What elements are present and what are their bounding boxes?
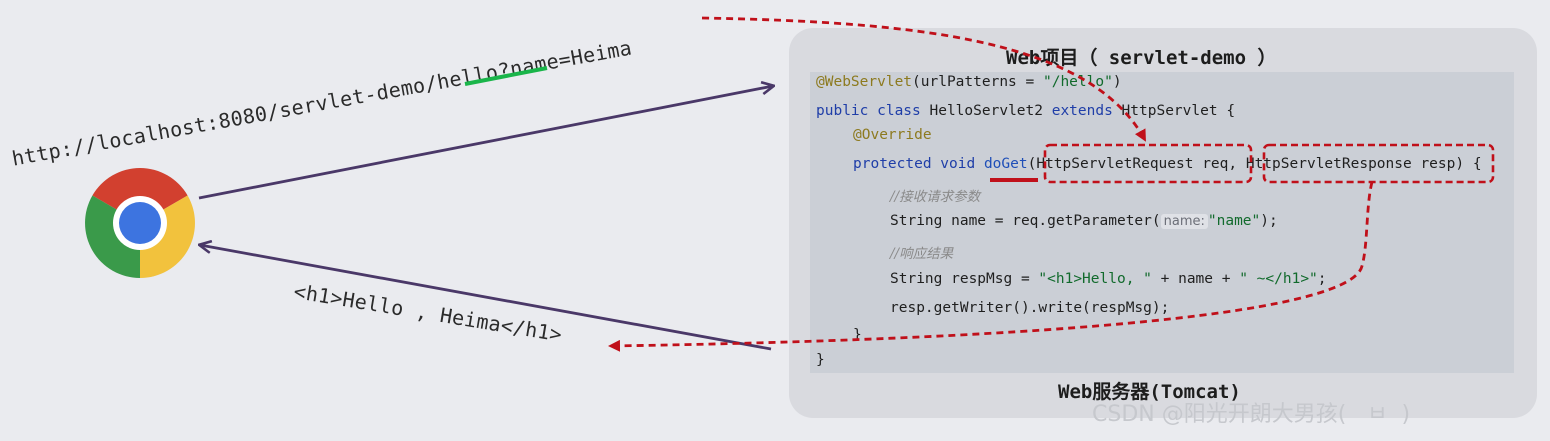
param-string: "name" bbox=[1207, 213, 1261, 229]
chrome-browser-icon bbox=[85, 168, 195, 278]
keyword: protected void bbox=[853, 156, 976, 172]
code-text: String respMsg = bbox=[890, 271, 1039, 287]
code-line-class: public class HelloServlet2 extends HttpS… bbox=[816, 103, 1235, 119]
code-line-override: @Override bbox=[853, 127, 932, 143]
string-literal: " ~</h1>" bbox=[1239, 271, 1318, 287]
code-line-getparameter: String name = req.getParameter(name:"nam… bbox=[890, 213, 1278, 229]
method-doget: doGet bbox=[983, 156, 1028, 172]
response-param-highlight bbox=[1262, 143, 1495, 184]
code-text: String name = req.getParameter( bbox=[890, 213, 1161, 229]
code-text: resp.getWriter().write(respMsg); bbox=[890, 300, 1170, 316]
param-flow-arrow bbox=[701, 16, 1147, 142]
parent-class: HttpServlet { bbox=[1112, 103, 1236, 119]
code-text: ) bbox=[1112, 74, 1122, 90]
project-title: Web项目（ servlet-demo ） bbox=[1006, 47, 1277, 69]
watermark: CSDN @阳光开朗大男孩( ㅂ ) bbox=[1092, 402, 1411, 427]
response-flow-arrow bbox=[608, 181, 1374, 352]
code-line-write: resp.getWriter().write(respMsg); bbox=[890, 300, 1169, 316]
request-arrow bbox=[198, 86, 773, 200]
code-text: } bbox=[816, 352, 825, 368]
string-literal: "<h1>Hello, " bbox=[1038, 271, 1152, 287]
code-line-respmsg: String respMsg = "<h1>Hello, " + name + … bbox=[890, 271, 1327, 287]
annotation-webservlet: @WebServlet bbox=[816, 74, 913, 90]
code-text: (urlPatterns = bbox=[912, 74, 1043, 90]
url-pattern-string: "/hello" bbox=[1042, 74, 1113, 90]
code-line-comment-respond: //响应结果 bbox=[890, 242, 953, 262]
annotation-override: @Override bbox=[853, 127, 932, 143]
code-text: } bbox=[853, 327, 862, 343]
code-line-comment-receive: //接收请求参数 bbox=[890, 185, 980, 205]
code-line-webservlet: @WebServlet(urlPatterns = "/hello") bbox=[816, 74, 1122, 90]
code-text: ; bbox=[1317, 271, 1327, 287]
code-text: + name + bbox=[1151, 271, 1240, 287]
hello-underline bbox=[464, 66, 548, 86]
code-line-close-method: } bbox=[853, 327, 862, 343]
comment: //响应结果 bbox=[890, 246, 954, 262]
keyword: extends bbox=[1051, 103, 1113, 119]
param-hint: name: bbox=[1160, 214, 1208, 229]
server-label: Web服务器(Tomcat) bbox=[1058, 381, 1241, 403]
code-line-close-class: } bbox=[816, 352, 825, 368]
code-line-doget: protected void doGet(HttpServletRequest … bbox=[853, 156, 1482, 172]
request-param-highlight bbox=[1043, 143, 1253, 184]
response-arrow bbox=[200, 245, 772, 351]
keyword: public class bbox=[816, 103, 921, 119]
code-text: ); bbox=[1260, 213, 1278, 229]
class-name: HelloServlet2 bbox=[920, 103, 1052, 119]
method-params: (HttpServletRequest req, HttpServletResp… bbox=[1027, 156, 1482, 172]
comment: //接收请求参数 bbox=[890, 189, 981, 205]
